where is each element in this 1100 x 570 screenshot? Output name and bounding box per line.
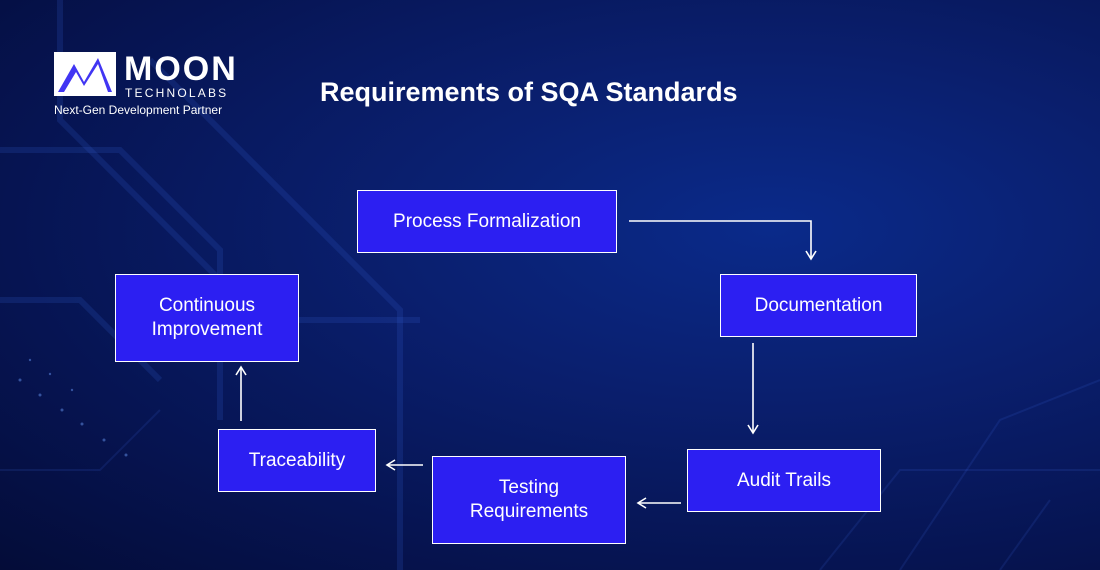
moon-logo-icon <box>54 52 116 96</box>
brand-logo: MOON TECHNOLABS Next-Gen Development Par… <box>54 52 254 122</box>
brand-subname: TECHNOLABS <box>125 86 229 100</box>
page-title: Requirements of SQA Standards <box>320 77 738 107</box>
node-label: Traceability <box>248 449 346 471</box>
node-label: Continuous Improvement <box>151 295 263 340</box>
node-audit-trails: Audit Trails <box>687 449 881 512</box>
node-label: Testing Requirements <box>469 477 589 522</box>
node-traceability: Traceability <box>218 429 376 492</box>
node-process-formalization: Process Formalization <box>357 190 617 253</box>
brand-tagline: Next-Gen Development Partner <box>54 103 223 117</box>
node-continuous-improvement: Continuous Improvement <box>115 274 299 362</box>
node-testing-requirements: Testing Requirements <box>432 456 626 544</box>
node-label: Documentation <box>754 294 883 316</box>
node-label: Process Formalization <box>393 210 581 232</box>
node-label: Audit Trails <box>737 469 831 491</box>
brand-name: MOON <box>124 50 238 88</box>
node-documentation: Documentation <box>720 274 917 337</box>
